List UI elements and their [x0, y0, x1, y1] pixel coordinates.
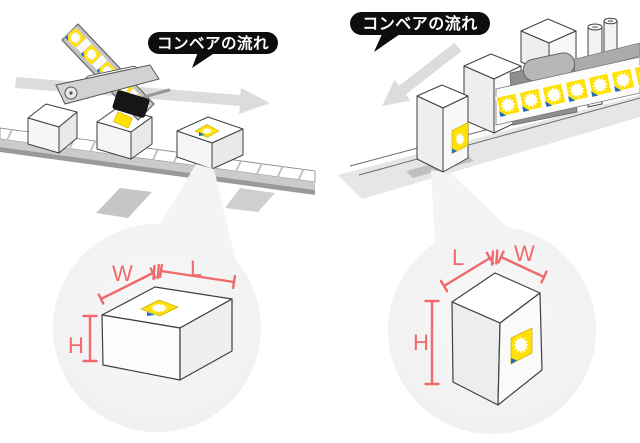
pivot-arm: [55, 64, 160, 105]
callout-box-top-label: [140, 299, 179, 317]
applied-label: [113, 111, 133, 129]
dimension-h: [82, 314, 98, 363]
dimension-lines: [424, 249, 548, 386]
length-label: L: [190, 256, 202, 281]
belt-shadow: [96, 188, 152, 218]
width-label: W: [514, 241, 535, 266]
pivot-axle: [69, 91, 73, 95]
length-label: L: [452, 245, 464, 270]
bubble-tail: [192, 52, 216, 68]
box-top-label: [194, 124, 220, 138]
belt-shadow: [225, 188, 275, 212]
callout-box-upright: [451, 272, 543, 406]
flow-arrow-down-left-icon: [382, 42, 462, 106]
height-label: H: [68, 333, 84, 358]
dimension-l: [158, 263, 237, 290]
carton-box: [27, 103, 78, 154]
guide-rod: [142, 88, 171, 99]
right-conveyor-scene: L W H コンベアの流れ: [338, 12, 640, 434]
dimension-lines: [82, 263, 237, 363]
dimension-apex-ticks: [152, 263, 161, 281]
bubble-text: コンベアの流れ: [157, 34, 269, 53]
left-speech-bubble: コンベアの流れ: [148, 32, 278, 68]
bubble-text: コンベアの流れ: [362, 14, 478, 33]
conveyor-belt: [0, 127, 316, 222]
label-applicator-machine: [55, 23, 171, 129]
left-conveyor-scene: W L H コンベアの流れ: [0, 23, 316, 432]
label-strip: [495, 62, 640, 118]
dimension-w: [497, 250, 548, 284]
side-label-applicator: [495, 42, 640, 126]
callout-box-side-label: [510, 327, 533, 365]
dimension-h: [424, 299, 440, 386]
bubble-tail: [374, 34, 400, 52]
dimension-apex-ticks: [490, 249, 499, 266]
width-label: W: [112, 261, 133, 286]
box-side-label: [451, 122, 469, 154]
right-speech-bubble: コンベアの流れ: [350, 12, 490, 52]
applicator-head: [112, 90, 150, 118]
height-label: H: [413, 330, 429, 355]
labeled-carton-box: [416, 84, 469, 173]
